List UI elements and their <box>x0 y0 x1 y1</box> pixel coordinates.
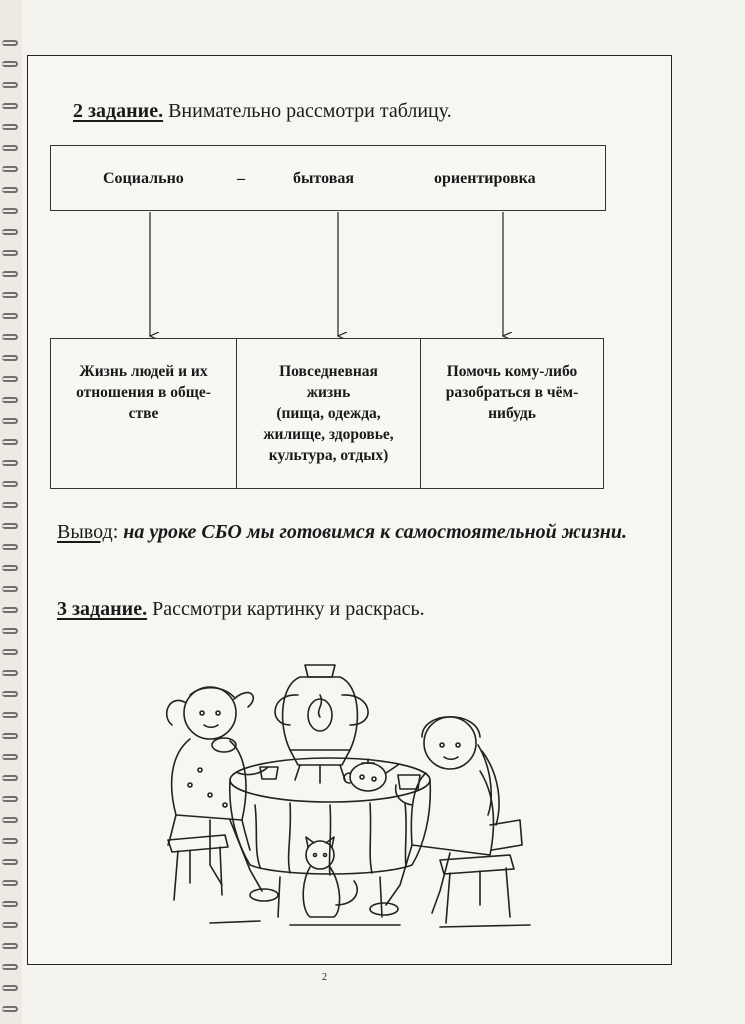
binding-ring <box>2 649 18 655</box>
cell-line: нибудь <box>488 405 536 422</box>
cell-help: Помочь кому-либо разобраться в чём- нибу… <box>420 339 603 488</box>
cell-line: (пища, одежда, <box>276 405 381 422</box>
binding-ring <box>2 628 18 634</box>
binding-ring <box>2 712 18 718</box>
binding-ring <box>2 565 18 571</box>
task3-heading: 3 задание. Рассмотри картинку и раскрась… <box>57 598 425 621</box>
binding-ring <box>2 544 18 550</box>
binding-ring <box>2 607 18 613</box>
conclusion: Вывод: на уроке СБО мы готовимся к самос… <box>57 516 657 548</box>
binding-ring <box>2 355 18 361</box>
binding-ring <box>2 397 18 403</box>
binding-ring <box>2 922 18 928</box>
binding-ring <box>2 985 18 991</box>
binding-ring <box>2 271 18 277</box>
cell-line: Жизнь людей и их <box>79 363 208 380</box>
teapot-drawing <box>343 758 399 792</box>
conclusion-label: Вывод <box>57 521 113 543</box>
task2-heading: 2 задание. Внимательно рассмотри таблицу… <box>73 100 452 123</box>
binding-ring <box>2 481 18 487</box>
binding-ring <box>2 796 18 802</box>
binding-ring <box>2 145 18 151</box>
samovar-drawing <box>274 664 369 784</box>
conclusion-text: на уроке СБО мы готовимся к самостоятель… <box>123 521 627 543</box>
header-word-household: бытовая <box>293 170 355 187</box>
cell-line: стве <box>128 405 159 422</box>
binding-ring <box>2 250 18 256</box>
task2-number: 2 задание. <box>73 100 164 122</box>
binding-ring <box>2 460 18 466</box>
binding-ring <box>2 82 18 88</box>
cell-line: жилище, здоровье, <box>263 426 394 443</box>
binding-ring <box>2 754 18 760</box>
binding-ring <box>2 166 18 172</box>
binding-ring <box>2 1006 18 1012</box>
binding-ring <box>2 334 18 340</box>
binding-ring <box>2 418 18 424</box>
task2-instruction: Внимательно рассмотри таблицу. <box>168 100 452 122</box>
binding-ring <box>2 439 18 445</box>
right-girl-drawing <box>369 716 523 916</box>
cell-line: культура, отдых) <box>268 447 389 464</box>
cell-line: разобраться в чём- <box>445 384 579 401</box>
page-number: 2 <box>322 972 327 983</box>
binding-ring <box>2 964 18 970</box>
spiral-binding <box>0 0 22 1024</box>
cell-line: отношения в обще- <box>76 384 211 401</box>
header-word-orientation: ориентировка <box>434 170 536 187</box>
tea-party-illustration <box>166 664 531 928</box>
binding-ring <box>2 61 18 67</box>
binding-ring <box>2 901 18 907</box>
binding-ring <box>2 859 18 865</box>
binding-ring <box>2 208 18 214</box>
header-box: Социально – бытовая ориентировка <box>50 145 606 211</box>
binding-ring <box>2 124 18 130</box>
binding-ring <box>2 103 18 109</box>
task3-instruction: Рассмотри картинку и раскрась. <box>152 598 425 620</box>
binding-ring <box>2 523 18 529</box>
binding-ring <box>2 943 18 949</box>
binding-ring <box>2 187 18 193</box>
cell-line: Повседневная <box>279 363 378 380</box>
floor-line <box>209 920 531 928</box>
table-drawing <box>228 757 432 918</box>
cell-daily-life: Повседневная жизнь (пища, одежда, жилище… <box>236 339 420 488</box>
cell-line: жизнь <box>306 384 351 401</box>
binding-ring <box>2 586 18 592</box>
binding-ring <box>2 229 18 235</box>
category-cells: Жизнь людей и их отношения в обще- стве … <box>50 338 604 489</box>
cat-drawing <box>302 836 359 918</box>
binding-ring <box>2 502 18 508</box>
binding-ring <box>2 313 18 319</box>
binding-ring <box>2 775 18 781</box>
binding-ring <box>2 880 18 886</box>
cell-society: Жизнь людей и их отношения в обще- стве <box>51 339 236 488</box>
binding-ring <box>2 670 18 676</box>
binding-ring <box>2 40 18 46</box>
binding-ring <box>2 817 18 823</box>
task3-number: 3 задание. <box>57 598 148 620</box>
header-dash: – <box>237 170 245 187</box>
header-word-social: Социально <box>103 170 184 187</box>
left-stool-drawing <box>167 834 229 901</box>
left-girl-drawing <box>166 686 279 902</box>
binding-ring <box>2 733 18 739</box>
right-stool-drawing <box>439 854 515 924</box>
binding-ring <box>2 376 18 382</box>
binding-ring <box>2 691 18 697</box>
binding-ring <box>2 292 18 298</box>
cell-line: Помочь кому-либо <box>446 363 578 380</box>
binding-ring <box>2 838 18 844</box>
conclusion-colon: : <box>112 521 119 543</box>
